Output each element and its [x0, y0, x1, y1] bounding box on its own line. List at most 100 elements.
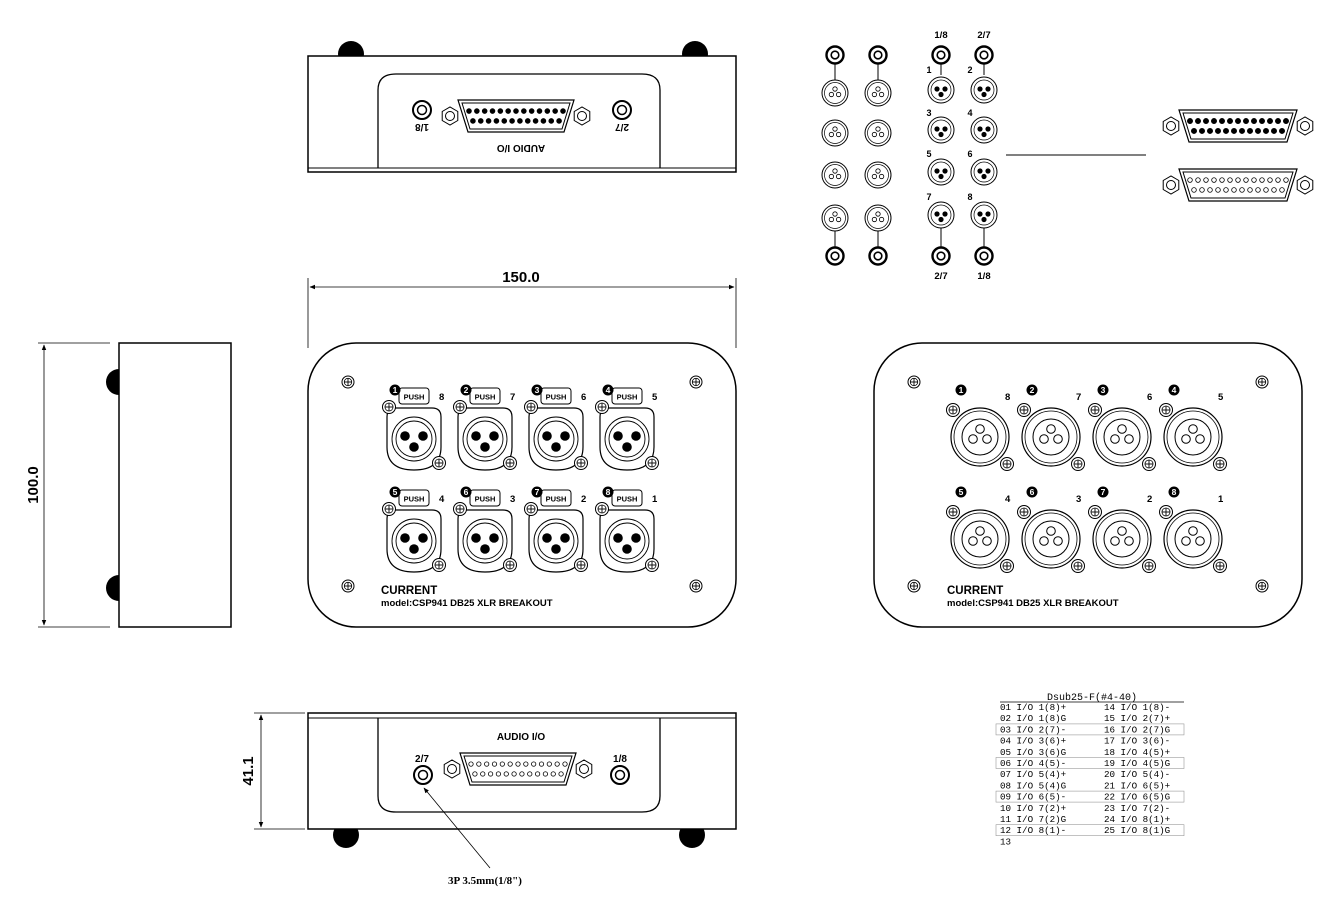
screw-icon	[1000, 559, 1014, 573]
jack-callout: 3P 3.5mm(1/8")	[448, 875, 522, 887]
pinout-cell: 01 I/O 1(8)+	[1000, 702, 1066, 713]
xlr-male-icon	[457, 509, 513, 573]
pinout-cell: 18 I/O 4(5)+	[1104, 747, 1170, 758]
bottom-view: 41.1 AUDIO I/O 2/7 1/8 3P 3.5mm(1/8")	[240, 712, 737, 887]
jack-left-label: 1/8	[415, 121, 429, 132]
panel-label: AUDIO I/O	[497, 142, 546, 153]
channel-badge-number: 8	[606, 487, 611, 497]
xlr-female-icon	[864, 204, 892, 232]
channel-badge: 1	[389, 384, 401, 396]
channel-badge: 7	[1097, 486, 1109, 498]
channel-badge: 2	[1026, 384, 1038, 396]
screw-icon	[341, 579, 355, 593]
channel-badge: 1	[955, 384, 967, 396]
channel-badge: 5	[955, 486, 967, 498]
height-value: 100.0	[25, 466, 42, 504]
push-label: PUSH	[404, 393, 425, 402]
channel-badge: 7	[531, 486, 543, 498]
channel-pin-number: 4	[1005, 494, 1011, 505]
channel-badge-number: 7	[535, 487, 540, 497]
pinout-cell: 17 I/O 3(6)-	[1104, 736, 1170, 747]
push-release-button[interactable]: PUSH	[469, 489, 501, 507]
pinout-cell: 08 I/O 5(4)G	[1000, 780, 1066, 791]
screw-icon	[432, 558, 446, 572]
xlr-female-icon	[1021, 509, 1081, 569]
model-label: model:CSP941 DB25 XLR BREAKOUT	[381, 598, 553, 609]
xlr-female-icon	[950, 509, 1010, 569]
pinout-cell: 14 I/O 1(8)-	[1104, 702, 1170, 713]
channel-pin-number: 4	[439, 494, 445, 505]
screw-icon	[503, 558, 517, 572]
channel-badge-number: 5	[393, 487, 398, 497]
push-release-button[interactable]: PUSH	[611, 387, 643, 405]
recess-panel	[377, 73, 661, 168]
pinout-cell: 20 I/O 5(4)-	[1104, 769, 1170, 780]
channel-pin-number: 2	[581, 494, 586, 505]
screw-icon	[689, 375, 703, 389]
push-release-button[interactable]: PUSH	[540, 489, 572, 507]
channel-badge-number: 6	[464, 487, 469, 497]
pinout-cell: 09 I/O 6(5)-	[1000, 792, 1066, 803]
jack-label: 1/8	[934, 30, 947, 41]
xlr-male-icon	[599, 407, 655, 471]
push-release-button[interactable]: PUSH	[398, 489, 430, 507]
channel-badge: 5	[389, 486, 401, 498]
screw-icon	[645, 456, 659, 470]
channel-badge-number: 4	[1172, 385, 1177, 395]
push-label: PUSH	[617, 393, 638, 402]
xlr-number: 3	[926, 108, 931, 118]
push-label: PUSH	[475, 393, 496, 402]
recess-panel	[377, 718, 661, 813]
xlr-female-icon	[821, 79, 849, 107]
push-release-button[interactable]: PUSH	[540, 387, 572, 405]
xlr-number: 8	[967, 192, 972, 202]
xlr-female-icon	[1163, 509, 1223, 569]
push-label: PUSH	[475, 495, 496, 504]
screw-icon	[524, 400, 538, 414]
xlr-female-icon	[864, 79, 892, 107]
xlr-female-icon	[1163, 407, 1223, 467]
brand-label: CURRENT	[381, 585, 437, 597]
push-release-button[interactable]: PUSH	[398, 387, 430, 405]
jack-icon	[974, 45, 994, 65]
channel-badge-number: 5	[959, 487, 964, 497]
push-release-button[interactable]: PUSH	[469, 387, 501, 405]
xlr-number: 7	[926, 192, 931, 202]
width-value: 150.0	[502, 269, 540, 286]
xlr-female-icon	[1092, 407, 1152, 467]
channel-pin-number: 3	[1076, 494, 1081, 505]
top-view: 1/8 2/7 AUDIO I/O	[307, 41, 737, 173]
xlr-male-icon	[970, 201, 998, 229]
callout-line	[423, 787, 491, 869]
pinout-cell: 03 I/O 2(7)-	[1000, 724, 1066, 735]
channel-5: 54	[946, 486, 1014, 573]
screw-icon	[946, 403, 960, 417]
screw-icon	[645, 558, 659, 572]
jack-left	[413, 765, 433, 785]
channel-pin-number: 1	[652, 494, 658, 505]
pinout-cell: 13	[1000, 836, 1011, 847]
xlr-male-icon	[927, 76, 955, 104]
push-release-button[interactable]: PUSH	[611, 489, 643, 507]
xlr-male-icon	[970, 158, 998, 186]
pinout-cell: 05 I/O 3(6)G	[1000, 747, 1066, 758]
channel-8: 81	[1159, 486, 1227, 573]
channel-badge: 3	[531, 384, 543, 396]
dsub25-female-connector	[1162, 168, 1314, 202]
screw-icon	[1088, 505, 1102, 519]
xlr-number: 4	[967, 108, 972, 118]
screw-icon	[595, 502, 609, 516]
pinout-table: Dsub25-F(#4-40) 01 I/O 1(8)+14 I/O 1(8)-…	[995, 692, 1185, 847]
channel-badge-number: 2	[1030, 385, 1035, 395]
xlr-number: 2	[967, 65, 972, 75]
pinout-cell: 23 I/O 7(2)-	[1104, 803, 1170, 814]
channel-badge: 4	[602, 384, 614, 396]
screw-icon	[1088, 403, 1102, 417]
jack-label: 2/7	[934, 271, 947, 282]
screw-icon	[1017, 403, 1031, 417]
